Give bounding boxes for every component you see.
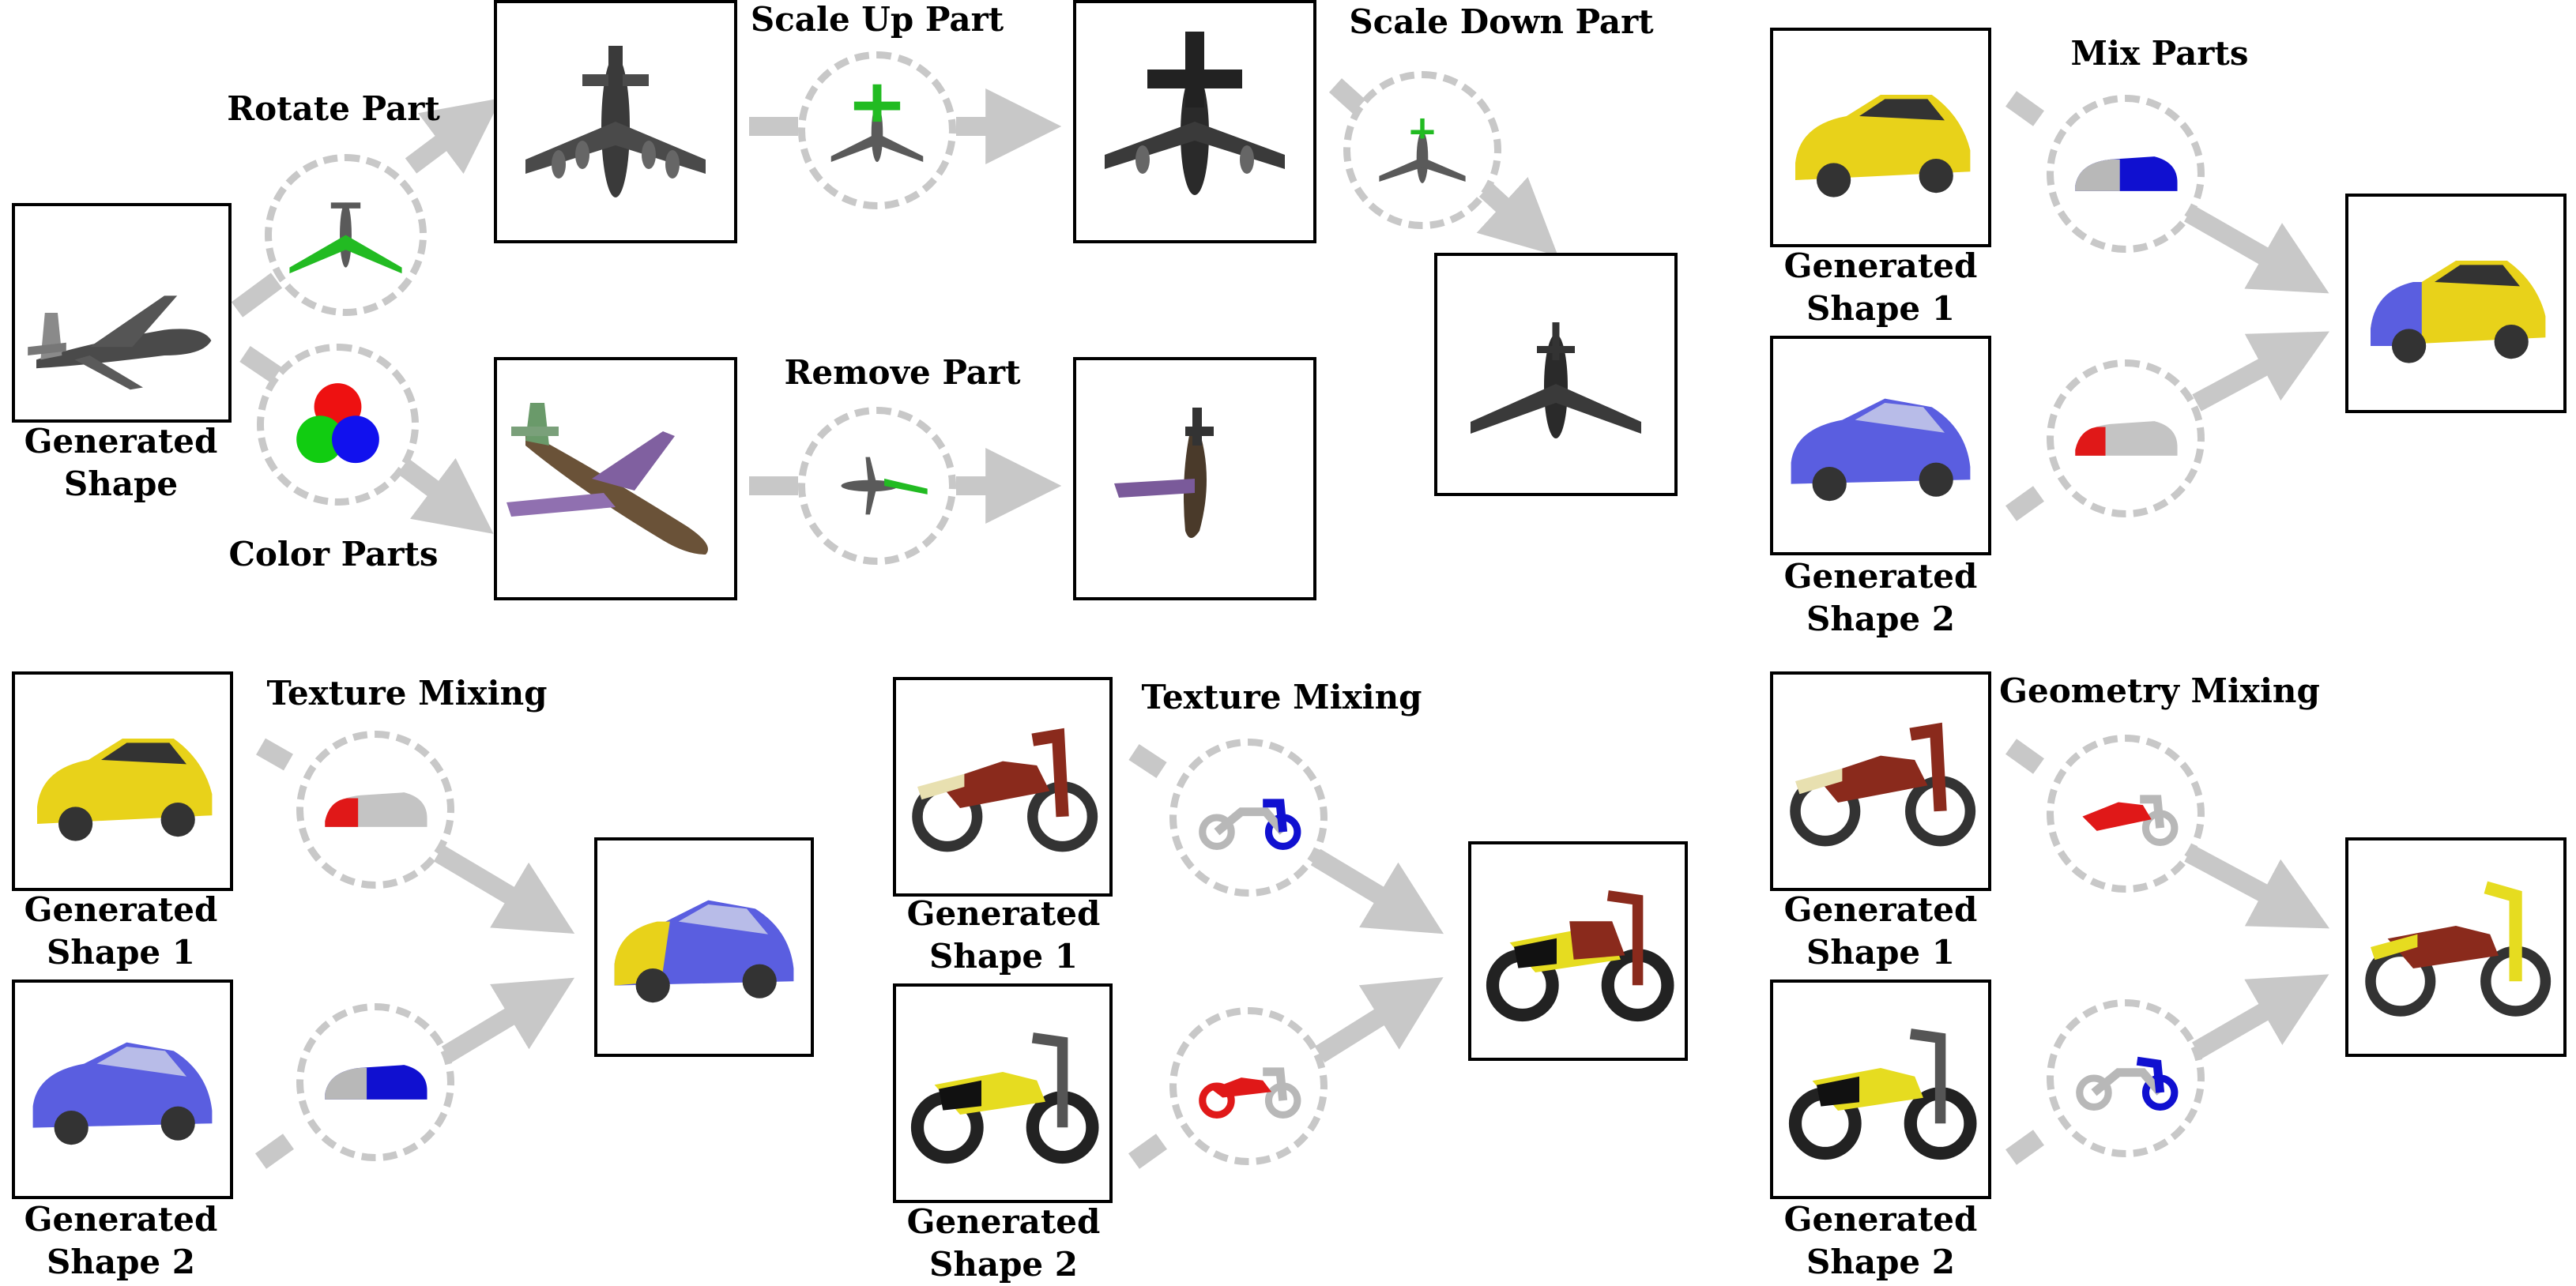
- label-color-parts: Color Parts: [228, 535, 439, 573]
- car-icon: [32, 1042, 213, 1145]
- op-circle-geo-top: [2047, 735, 2205, 893]
- motorcycle-icon: [1790, 722, 1976, 847]
- arrow-geo-top-out: [2184, 844, 2330, 929]
- arrow-mix-top-in: [2005, 91, 2044, 126]
- airplane-icon: [1471, 322, 1641, 438]
- arrow-tex1-bottom-in: [255, 1134, 294, 1169]
- caption-tex1-shape1: Generated Shape 1: [24, 890, 218, 972]
- car-icon: [1791, 398, 1971, 502]
- frame-scaled-down-airplane: [1434, 253, 1678, 496]
- arrow-geo-top-in: [2005, 739, 2044, 774]
- motorcycle-icon: [2076, 1056, 2179, 1111]
- op-circle-mix-top: [2047, 95, 2205, 253]
- label-rotate-part: Rotate Part: [227, 89, 440, 128]
- car-icon: [2075, 421, 2178, 456]
- arrow-mix-top-out: [2184, 205, 2329, 294]
- motorcycle-icon: [1788, 1028, 1977, 1160]
- label-texture-mixing-cars: Texture Mixing: [266, 674, 548, 713]
- motorcycle-icon: [912, 728, 1098, 852]
- caption-generated-shape: Generated Shape: [24, 422, 218, 503]
- airplane-icon: [1379, 118, 1466, 183]
- frame-mix-result-car: [2345, 194, 2567, 413]
- airplane-icon: [830, 84, 924, 163]
- frame-geo-shape1-moto: [1770, 671, 1991, 891]
- frame-tex1-shape2-car: [12, 980, 233, 1199]
- arrow-rotate-in: [231, 273, 283, 318]
- op-circle-rotate: [265, 154, 427, 316]
- frame-tex2-shape2-moto: [893, 983, 1113, 1203]
- caption-tex2-shape2: Generated Shape 2: [906, 1202, 1101, 1284]
- op-circle-scale-down: [1343, 71, 1501, 229]
- label-mix-parts: Mix Parts: [2070, 34, 2249, 73]
- car-icon: [614, 900, 794, 1003]
- arrow-tex1-bottom-out: [441, 977, 575, 1063]
- arrow-mix-bottom-out: [2192, 331, 2330, 412]
- frame-colored-airplane: [494, 357, 737, 600]
- label-scale-down-part: Scale Down Part: [1349, 2, 1654, 41]
- airplane-icon: [525, 46, 706, 197]
- op-circle-remove: [798, 407, 956, 565]
- arrow-tex2-bottom-in: [1128, 1134, 1167, 1169]
- frame-tex2-shape1-moto: [893, 677, 1113, 897]
- car-icon: [2371, 261, 2546, 363]
- label-scale-up-part: Scale Up Part: [750, 0, 1004, 39]
- motorcycle-icon: [1486, 890, 1674, 1022]
- motorcycle-icon: [910, 1032, 1099, 1164]
- motorcycle-icon: [1199, 799, 1301, 850]
- airplane-icon: [1105, 32, 1285, 195]
- car-icon: [1795, 95, 1971, 197]
- frame-tex1-result-car: [594, 837, 814, 1057]
- caption-mix-shape2: Generated Shape 2: [1783, 557, 1978, 638]
- car-icon: [325, 792, 427, 827]
- op-circle-tex1-bottom: [296, 1003, 454, 1161]
- op-circle-tex2-top: [1169, 739, 1328, 897]
- airplane-icon: [289, 202, 402, 274]
- frame-generated-airplane: [12, 203, 232, 423]
- frame-removed-part-airplane: [1073, 357, 1316, 600]
- frame-geo-result-moto: [2345, 837, 2567, 1057]
- op-circle-geo-bottom: [2047, 999, 2205, 1157]
- label-texture-mixing-motos: Texture Mixing: [1141, 678, 1422, 716]
- frame-tex2-result-moto: [1468, 841, 1688, 1061]
- frame-mix-shape2-car: [1770, 336, 1991, 555]
- motorcycle-icon: [2082, 795, 2179, 846]
- arrow-mix-bottom-in: [2005, 486, 2044, 521]
- frame-tex1-shape1-car: [12, 671, 233, 891]
- op-circle-tex2-bottom: [1169, 1007, 1328, 1165]
- arrow-tex2-bottom-out: [1314, 977, 1444, 1063]
- caption-mix-shape1: Generated Shape 1: [1783, 246, 1978, 328]
- airplane-icon: [1114, 408, 1214, 538]
- caption-tex2-shape1: Generated Shape 1: [906, 894, 1101, 976]
- caption-geo-shape1: Generated Shape 1: [1783, 890, 1978, 972]
- frame-scaled-up-airplane: [1073, 0, 1316, 243]
- op-circle-scale-up: [798, 51, 956, 209]
- airplane-icon: [28, 295, 212, 390]
- caption-geo-shape2: Generated Shape 2: [1783, 1200, 1978, 1281]
- frame-mix-shape1-car: [1770, 28, 1991, 247]
- label-geometry-mixing: Geometry Mixing: [1999, 671, 2320, 710]
- arrow-tex1-top-out: [433, 844, 575, 934]
- arrow-geo-bottom-out: [2192, 974, 2329, 1059]
- motorcycle-icon: [1199, 1067, 1301, 1119]
- label-remove-part: Remove Part: [784, 353, 1021, 392]
- frame-rotated-airplane: [494, 0, 737, 243]
- rgb-circles-icon: [296, 383, 379, 464]
- op-circle-mix-bottom: [2047, 359, 2205, 517]
- op-circle-tex1-top: [296, 731, 454, 889]
- car-icon: [2075, 156, 2178, 191]
- arrow-geo-bottom-in: [2005, 1130, 2044, 1165]
- arrow-tex2-top-in: [1128, 743, 1167, 779]
- airplane-icon: [841, 457, 928, 515]
- op-circle-color: [257, 344, 419, 506]
- car-icon: [325, 1065, 427, 1100]
- car-icon: [37, 739, 213, 841]
- arrow-tex1-top-in: [256, 738, 293, 771]
- caption-tex1-shape2: Generated Shape 2: [24, 1200, 218, 1281]
- frame-geo-shape2-moto: [1770, 980, 1991, 1199]
- arrow-color-out: [397, 457, 494, 534]
- arrow-tex2-top-out: [1310, 848, 1444, 934]
- airplane-icon: [507, 403, 708, 555]
- motorcycle-icon: [2365, 881, 2552, 1017]
